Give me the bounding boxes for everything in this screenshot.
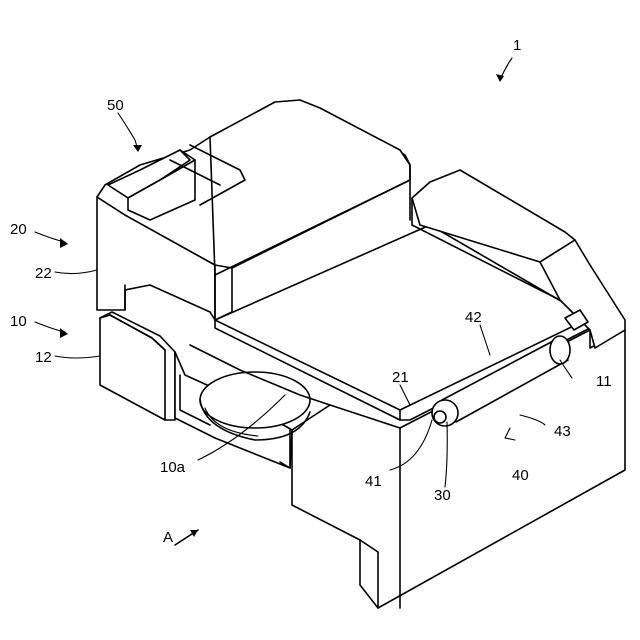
label-50: 50 [107,97,124,114]
label-20: 20 [10,221,27,238]
label-40: 40 [512,467,529,484]
label-42: 42 [465,309,482,326]
label-1: 1 [513,37,521,54]
label-12: 12 [35,349,52,366]
label-A: A [163,529,173,546]
label-10a: 10a [160,459,186,476]
label-22: 22 [35,265,52,282]
label-21: 21 [392,369,409,386]
label-10: 10 [10,313,27,330]
label-43: 43 [554,423,571,440]
label-11: 11 [596,373,612,390]
label-30: 30 [434,487,451,504]
label-41: 41 [365,473,382,490]
